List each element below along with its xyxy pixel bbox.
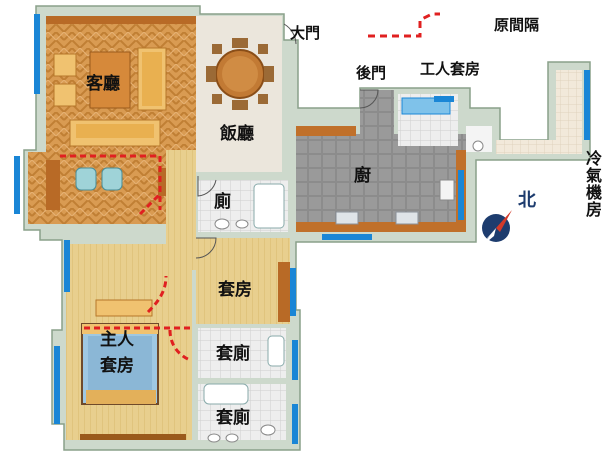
ensuite-toilets	[198, 328, 286, 443]
doors	[195, 23, 379, 259]
kitchen-label: 廚	[354, 166, 371, 186]
toilet-label: 廁	[214, 192, 231, 212]
maid-room	[398, 94, 492, 152]
ac-room-label: 冷氣機房	[583, 150, 602, 218]
dining-room-label: 飯廳	[220, 124, 254, 144]
suite-room	[196, 238, 290, 324]
legend-label: 原間隔	[494, 16, 540, 34]
suite-label: 套房	[218, 280, 252, 300]
original-partition-lines	[60, 154, 191, 362]
master-suite-label-line2: 套房	[100, 356, 134, 376]
windows	[14, 14, 590, 444]
main-door-label: 大門	[290, 24, 321, 42]
toilet-room	[198, 180, 288, 232]
maid-room-label: 工人套房	[420, 60, 481, 78]
compass-north-label: 北	[518, 190, 536, 211]
living-room-label: 客廳	[86, 74, 120, 94]
ac-corridor	[496, 70, 582, 154]
dining-room	[196, 16, 282, 172]
compass-icon	[482, 210, 512, 246]
ensuite-toilet-2-label: 套廁	[216, 408, 250, 428]
master-suite-label-line1: 主人	[100, 330, 134, 350]
ensuite-toilet-1-label: 套廁	[216, 344, 250, 364]
legend-line-sample	[368, 12, 440, 38]
back-door-label: 後門	[356, 64, 387, 82]
